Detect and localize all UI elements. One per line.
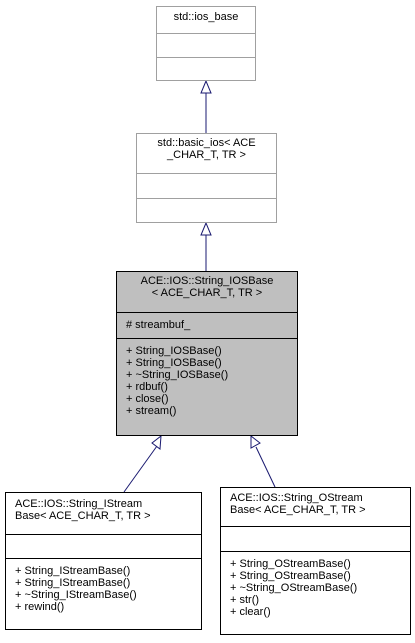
inheritance-arrow-icon [151,434,162,450]
methods-section: + String_IStreamBase() + String_IStreamB… [6,559,201,616]
class-name-line: ACE::IOS::String_IStream [15,498,143,510]
class-name: std::ios_base [157,7,255,34]
methods-section [157,58,255,80]
method-item: + stream() [126,405,177,417]
method-item: + ~String_IOSBase() [126,369,229,381]
attribute-item: # streambuf_ [126,319,191,331]
class-name-line: _CHAR_T, TR > [167,149,246,161]
attributes-section [137,174,276,199]
method-item: + String_OStreamBase() [230,558,351,570]
class-box-string-iosbase[interactable]: ACE::IOS::String_IOSBase < ACE_CHAR_T, T… [116,271,298,436]
method-item: + rdbuf() [126,381,168,393]
method-item: + str() [230,594,260,606]
attributes-section [157,34,255,58]
method-item: + ~String_OStreamBase() [230,582,358,594]
method-item: + String_IOSBase() [126,357,222,369]
class-name-line: Base< ACE_CHAR_T, TR > [230,504,366,516]
class-name: ACE::IOS::String_IOSBase < ACE_CHAR_T, T… [117,272,297,313]
attributes-section: # streambuf_ [117,313,297,339]
class-name: std::basic_ios< ACE _CHAR_T, TR > [137,134,276,174]
class-name-line: ACE::IOS::String_IOSBase [140,275,274,287]
methods-section: + String_IOSBase() + String_IOSBase() + … [117,339,297,420]
class-name-line: std::ios_base [173,11,239,23]
method-item: + close() [126,393,169,405]
method-item: + String_IStreamBase() [15,577,131,589]
method-item: + String_IStreamBase() [15,565,131,577]
class-name: ACE::IOS::String_OStream Base< ACE_CHAR_… [221,488,410,527]
methods-section: + String_OStreamBase() + String_OStreamB… [221,552,410,621]
method-item: + clear() [230,606,271,618]
method-item: + String_IOSBase() [126,345,222,357]
method-item: + ~String_IStreamBase() [15,589,137,601]
class-name-line: std::basic_ios< ACE [157,137,256,149]
class-box-ios-base[interactable]: std::ios_base [156,6,256,81]
class-name: ACE::IOS::String_IStream Base< ACE_CHAR_… [6,493,201,535]
class-box-string-ostreambase[interactable]: ACE::IOS::String_OStream Base< ACE_CHAR_… [220,487,411,635]
attributes-section [221,527,410,552]
method-item: + rewind() [15,601,65,613]
class-name-line: ACE::IOS::String_OStream [230,492,363,504]
method-item: + String_OStreamBase() [230,570,351,582]
edge-istream-to-string-iosbase [123,445,158,493]
class-box-basic-ios[interactable]: std::basic_ios< ACE _CHAR_T, TR > [136,133,277,223]
class-name-line: Base< ACE_CHAR_T, TR > [15,510,151,522]
inheritance-arrow-icon [200,79,212,94]
inheritance-arrow-icon [250,434,261,449]
edge-ostream-to-string-iosbase [255,446,276,488]
methods-section [137,199,276,222]
attributes-section [6,535,201,559]
class-name-line: < ACE_CHAR_T, TR > [151,287,263,299]
class-box-string-istreambase[interactable]: ACE::IOS::String_IStream Base< ACE_CHAR_… [5,492,202,630]
inheritance-arrow-icon [200,221,212,236]
